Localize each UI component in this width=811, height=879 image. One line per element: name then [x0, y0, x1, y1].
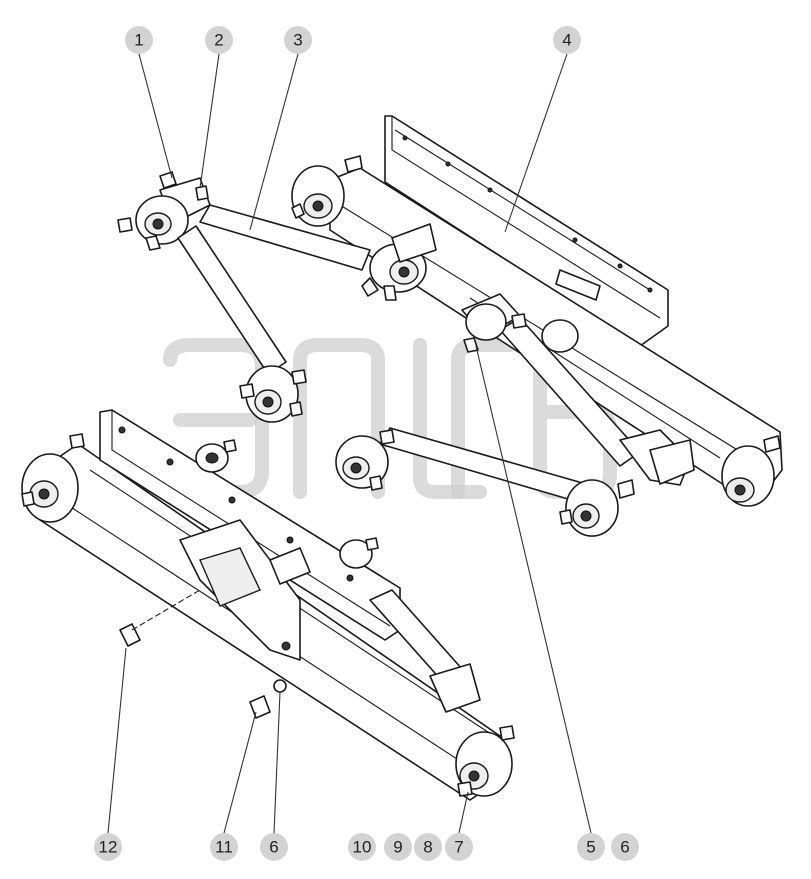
- callout-label: 8: [423, 838, 432, 857]
- callout-label: 2: [214, 31, 223, 50]
- callout-label: 7: [454, 838, 463, 857]
- leader-line: [223, 711, 257, 834]
- callout-bubble: [348, 833, 376, 861]
- part-12-stud: [119, 623, 141, 647]
- callout-bubble: [553, 26, 581, 54]
- part-6-washer: [273, 679, 287, 693]
- leader-line: [458, 791, 469, 834]
- callout-label: 3: [293, 31, 302, 50]
- leader-line: [504, 53, 568, 233]
- callout-label: 12: [99, 838, 118, 857]
- upper-right-assembly: [117, 115, 783, 537]
- callout-label: 6: [269, 838, 278, 857]
- callout-label: 6: [620, 838, 629, 857]
- callout-bubble: [205, 26, 233, 54]
- callout-bubble: [125, 26, 153, 54]
- callout-bubble: [384, 833, 412, 861]
- callout-bubble: [260, 833, 288, 861]
- lower-left-assembly: [21, 409, 515, 801]
- callout-bubble: [210, 833, 238, 861]
- callout-bubble: [284, 26, 312, 54]
- part-11-bolt: [249, 695, 271, 719]
- callout-label: 1: [134, 31, 143, 50]
- callout-label: 11: [215, 838, 233, 857]
- callout-label: 10: [353, 838, 372, 857]
- callout-bubble: [577, 833, 605, 861]
- callout-bubble: [611, 833, 639, 861]
- callout-bubble: [445, 833, 473, 861]
- leader-line: [199, 53, 220, 189]
- leader-line: [138, 53, 173, 179]
- callout-label: 9: [393, 838, 402, 857]
- leader-line: [107, 647, 127, 834]
- callout-bubble: [94, 833, 122, 861]
- leader-line: [273, 691, 281, 834]
- callout-label: 4: [562, 31, 571, 50]
- callout-label: 5: [586, 838, 595, 857]
- callout-bubble: [414, 833, 442, 861]
- leader-line: [475, 345, 592, 834]
- leader-line: [249, 53, 299, 231]
